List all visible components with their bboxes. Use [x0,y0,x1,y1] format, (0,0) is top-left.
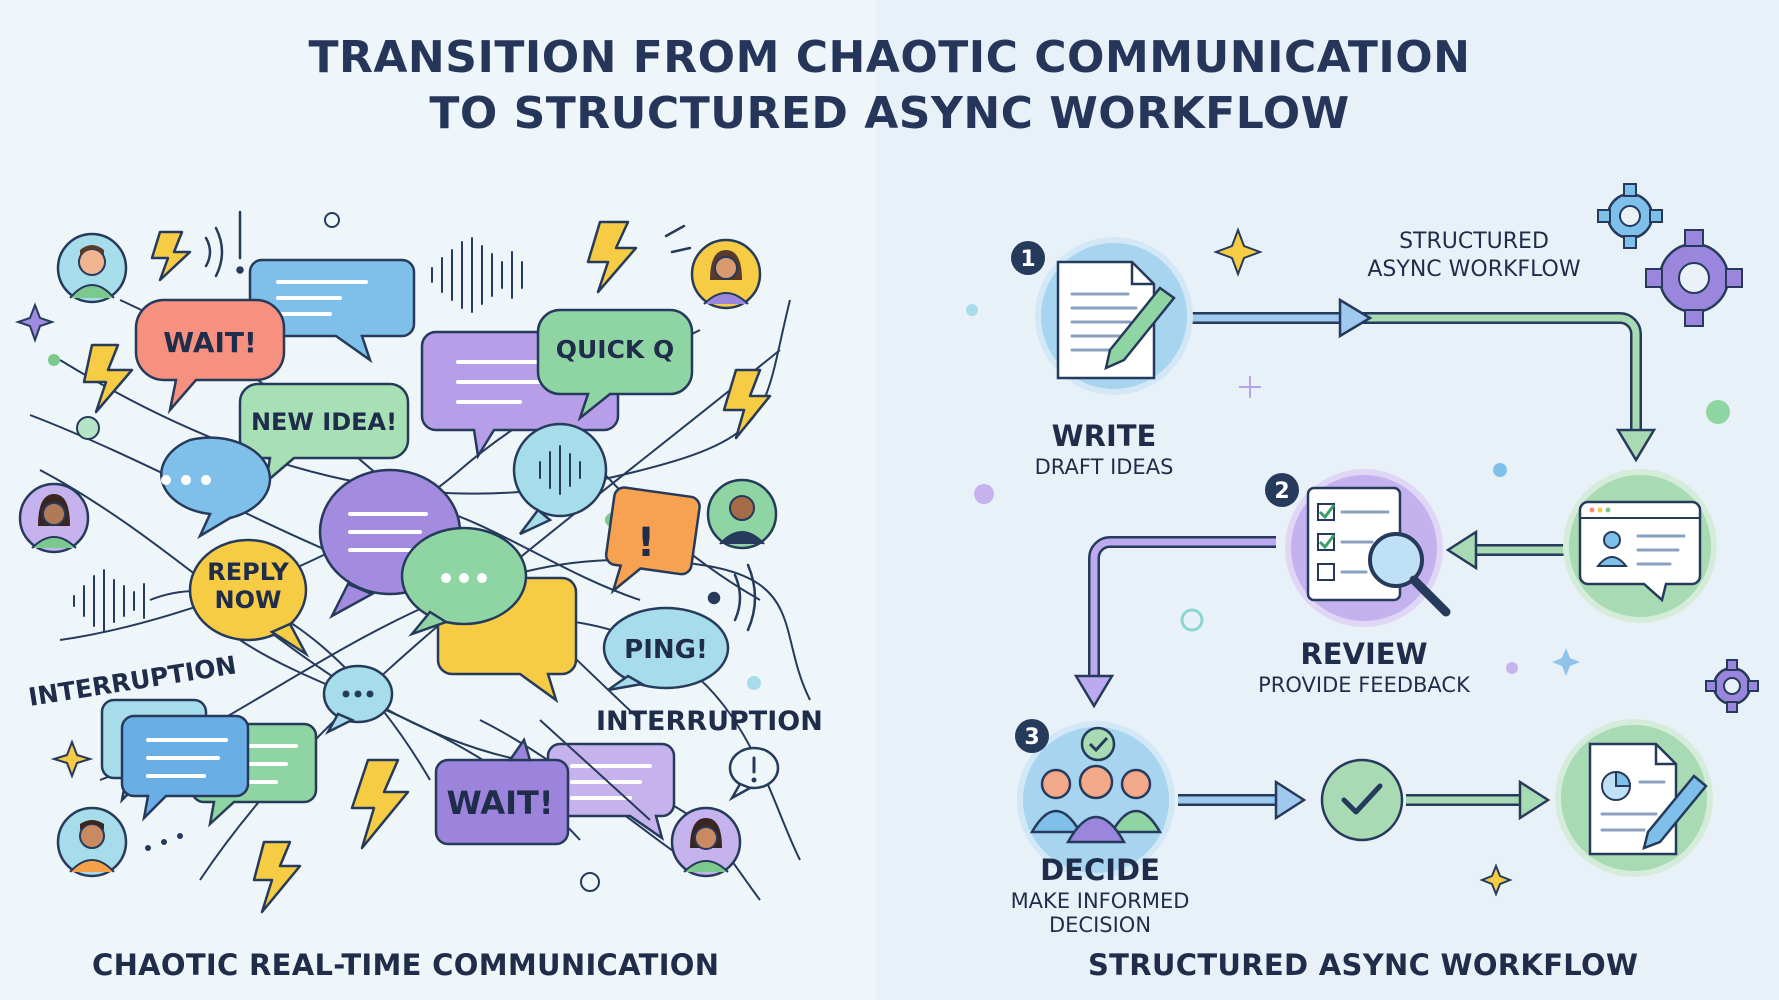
step-subtitle: MAKE INFORMED [1011,889,1190,913]
decor-dot [747,676,761,690]
avatar [18,482,90,554]
lightning-icon [586,220,638,294]
left-caption: CHAOTIC REAL-TIME COMMUNICATION [92,948,720,982]
decor-dot [48,354,60,366]
step-number: 2 [1274,479,1289,504]
pen-icon [1642,774,1708,851]
sparkle-icon [1552,648,1580,676]
sun-icon [1180,608,1204,632]
magnifier-icon [1368,532,1451,617]
decor-dot [1706,400,1730,424]
decor-dot [974,484,994,504]
gear-icon [1705,659,1759,713]
step-number: 1 [1020,247,1035,272]
arrow-connector [1073,536,1276,709]
avatar [706,478,778,550]
avatar [56,806,128,878]
bubble-wait-1: WAIT! [134,298,286,415]
page-title: TRANSITION FROM CHAOTIC COMMUNICATION TO… [0,30,1779,142]
bubble-quick-q: QUICK Q [536,308,694,422]
arrow-connector [1445,529,1566,571]
step-decide: 3 DECIDE MAKE INFORMED DECISION [1011,719,1190,937]
bubble-text: NOW [215,586,282,614]
lightning-icon [150,230,192,282]
decor-dot [966,304,978,316]
report-node [1555,719,1713,877]
bubble-alert: ! [604,486,701,595]
bubble-text: REPLY [207,558,289,586]
pen-icon [1104,286,1176,371]
sparkle-icon [14,302,56,343]
lightning-icon [350,758,410,850]
step-write: 1 WRITE DRAFT IDEAS [1011,237,1193,479]
arrow-connector [1192,297,1657,463]
arrow-connector [1178,779,1551,821]
bubble-text: NEW IDEA! [251,408,397,436]
step-title: WRITE [1052,419,1157,453]
bubble-text: WAIT! [447,784,554,822]
bubble-wait-2: WAIT! [434,737,570,846]
feedback-node [1563,469,1717,623]
step-review: 2 REVIEW PROVIDE FEEDBACK [1258,469,1471,697]
bubble-lines-purple-small [539,719,676,841]
workflow-label: ASYNC WORKFLOW [1367,257,1580,282]
bubble-reply-now: REPLY NOW [188,538,310,658]
bubble-sound-teal [512,422,608,536]
step-subtitle: PROVIDE FEEDBACK [1258,673,1471,697]
decor-dot [1506,662,1518,674]
right-caption: STRUCTURED ASYNC WORKFLOW [1088,948,1639,982]
step-title: DECIDE [1040,853,1160,887]
sparkle-icon [1213,227,1513,897]
workflow-label: STRUCTURED [1399,229,1549,254]
chaos-area: WAIT! QUICK Q NEW IDEA! [14,210,823,914]
step-title: REVIEW [1300,637,1427,671]
bubble-text: ! [637,520,655,566]
bubble-new-idea: NEW IDEA! [238,382,410,486]
step-subtitle: DRAFT IDEAS [1035,455,1174,479]
bubble-dots-blue [160,436,272,540]
plus-icon [1239,376,1261,398]
lightning-icon [722,368,772,440]
check-node [1320,758,1404,842]
bubble-dots-small [322,664,394,735]
bubble-dots-green [400,526,528,637]
bubble-text: PING! [624,635,708,665]
decor-dot [1493,463,1507,477]
workflow-area: STRUCTURED ASYNC WORKFLOW [966,183,1759,937]
gear-icon [1645,229,1743,327]
check-badge-icon [1080,726,1116,762]
avatar [690,238,762,310]
bubble-lines-blue-stack [100,698,250,822]
label-interruption: INTERRUPTION [596,706,823,737]
title-line-2: TO STRUCTURED ASYNC WORKFLOW [429,88,1350,139]
step-number: 3 [1024,725,1039,750]
title-line-1: TRANSITION FROM CHAOTIC COMMUNICATION [308,32,1471,83]
decor-dot [324,212,340,228]
decor-dot [76,416,100,440]
lightning-icon [82,343,134,414]
step-subtitle-2: DECISION [1049,913,1151,937]
decor-dot [580,872,600,892]
lightning-icon [252,840,302,914]
avatar [56,232,128,304]
sparkle-icon [50,739,94,779]
bubble-exclaim-small [728,746,780,802]
bubble-text: WAIT! [163,326,257,359]
sound-wave-icon [73,569,145,633]
bubble-lines-blue [248,258,416,364]
sound-wave-icon [431,237,523,313]
avatar [670,806,742,878]
team-icon [1029,764,1163,844]
ellipsis-dots [145,833,183,851]
bubble-text: QUICK Q [556,335,675,364]
radio-wave-icon [204,210,757,632]
gear-icon [1597,183,1663,249]
bubble-ping: PING! [602,606,730,692]
